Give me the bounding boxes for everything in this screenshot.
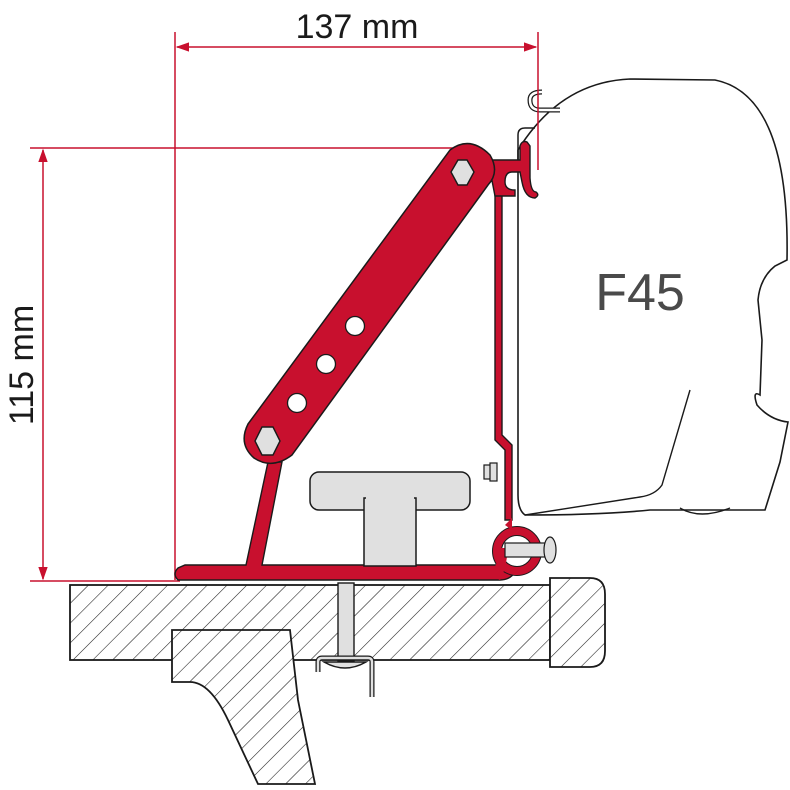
awning-model-label: F45 xyxy=(595,264,685,322)
hex-bolt-bottom xyxy=(254,426,281,456)
clip-pin xyxy=(504,536,557,564)
t-bolt xyxy=(309,471,471,567)
height-dimension-label: 115 mm xyxy=(3,305,41,425)
width-dimension-label: 137 mm xyxy=(296,8,419,46)
dimension-height: 115 mm xyxy=(3,147,460,582)
hex-bolt-top xyxy=(450,159,475,186)
strut-hole xyxy=(315,353,337,375)
roof-rail xyxy=(69,577,606,668)
rail-bolt xyxy=(315,582,375,697)
mounting-bracket xyxy=(174,140,542,581)
roof-profile xyxy=(171,629,317,785)
diagonal-strut xyxy=(243,142,496,464)
upper-hook xyxy=(517,89,560,168)
dimension-width: 137 mm xyxy=(174,8,539,580)
strut-hole xyxy=(344,315,366,337)
strut-hole xyxy=(286,392,308,414)
awning-cassette: F45 xyxy=(517,78,789,516)
wall-nut xyxy=(483,462,498,482)
